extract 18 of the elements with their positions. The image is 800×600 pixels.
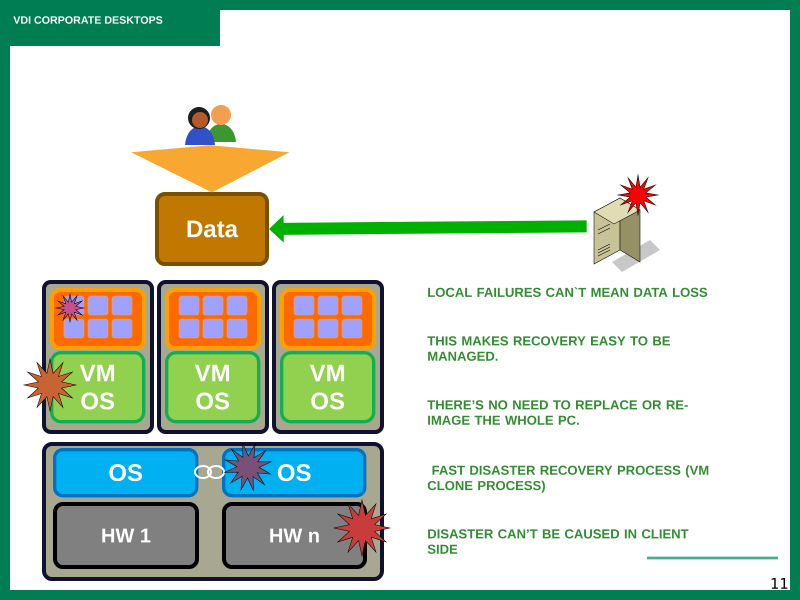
- vm-os-box: VM OS: [280, 351, 376, 424]
- bullet-text: THERE’S NO NEED TO REPLACE OR RE-IMAGE THE WHOLE PC.: [427, 400, 688, 425]
- vm-os-box: VM OS: [50, 351, 146, 424]
- bullet-text: LOCAL FAILURES CAN`T MEAN DATA LOSS: [428, 287, 708, 297]
- bullet-text: DISASTER CAN’T BE CAUSED IN CLIENT SIDE: [428, 529, 688, 554]
- hardware-box: HW n: [222, 502, 367, 569]
- bullet-text: FAST DISASTER RECOVERY PROCESS (VM CLONE PROCESS): [428, 465, 708, 493]
- hardware-box: HW 1: [53, 502, 199, 569]
- title-tab: VDI CORPORATE DESKTOPS: [0, 0, 220, 46]
- app-panel-box: [50, 288, 146, 350]
- vm-os-box: VM OS: [165, 351, 260, 424]
- bullet-text: THIS MAKES RECOVERY EASY TO BE MANAGED.: [427, 336, 670, 361]
- app-panel-box: [280, 288, 376, 350]
- app-panel-box: [165, 288, 261, 350]
- page-number: 11: [772, 578, 788, 589]
- users-icon: [185, 105, 236, 145]
- os-box: OS: [53, 448, 198, 498]
- data-box: Data: [155, 192, 269, 266]
